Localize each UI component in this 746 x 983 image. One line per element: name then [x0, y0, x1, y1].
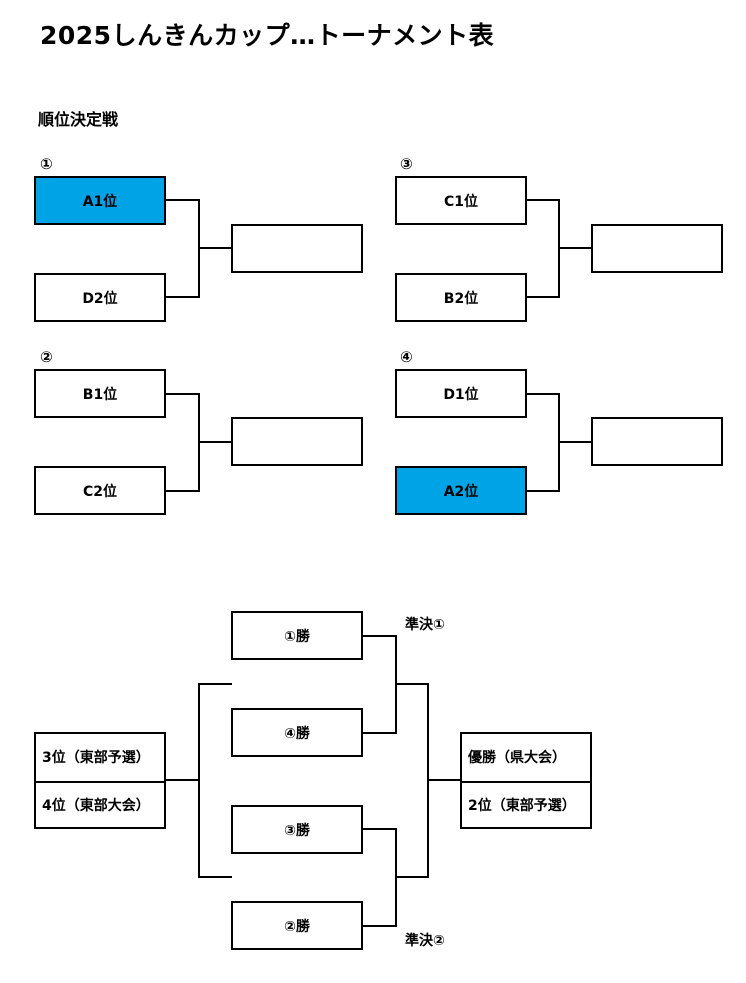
group1-top-team: A1位	[34, 176, 166, 225]
group2-winner-slot	[231, 417, 363, 466]
finals-slot-3: ③勝	[231, 805, 363, 854]
page-title: 2025しんきんカップ…トーナメント表	[40, 21, 495, 50]
finals-slot-4: ②勝	[231, 901, 363, 950]
right-entry-2: 2位（東部予選）	[462, 780, 590, 828]
semi1-connector	[363, 635, 397, 734]
group2-marker: ②	[40, 348, 53, 366]
left-entry-1: 3位（東部予選）	[42, 750, 150, 767]
semi1-label: 準決①	[405, 617, 445, 633]
group4-bottom-team: A2位	[395, 466, 527, 515]
group3-marker: ③	[400, 155, 413, 173]
section-label: 順位決定戦	[38, 110, 119, 129]
g1-connector	[166, 199, 200, 298]
group2-bottom-team: C2位	[34, 466, 166, 515]
group4-winner-slot	[591, 417, 723, 466]
group2-top-team: B1位	[34, 369, 166, 418]
left-entry-2: 4位（東部大会）	[36, 780, 164, 828]
g4-connector	[527, 393, 560, 492]
finals-slot-2: ④勝	[231, 708, 363, 757]
group4-marker: ④	[400, 348, 413, 366]
group3-top-team: C1位	[395, 176, 527, 225]
g2-connector	[166, 393, 200, 492]
left-bracket	[198, 683, 232, 878]
group1-bottom-team: D2位	[34, 273, 166, 322]
left-entry-box: 3位（東部予選） 4位（東部大会）	[34, 732, 166, 829]
finals-slot-1: ①勝	[231, 611, 363, 660]
semi2-connector	[363, 828, 397, 927]
group3-winner-slot	[591, 224, 723, 273]
final-bracket	[396, 683, 429, 878]
group1-marker: ①	[40, 155, 53, 173]
right-entry-1: 優勝（県大会）	[468, 750, 566, 767]
g3-connector	[527, 199, 560, 298]
group3-bottom-team: B2位	[395, 273, 527, 322]
group4-top-team: D1位	[395, 369, 527, 418]
semi2-label: 準決②	[405, 933, 445, 949]
right-entry-box: 優勝（県大会） 2位（東部予選）	[460, 732, 592, 829]
group1-winner-slot	[231, 224, 363, 273]
